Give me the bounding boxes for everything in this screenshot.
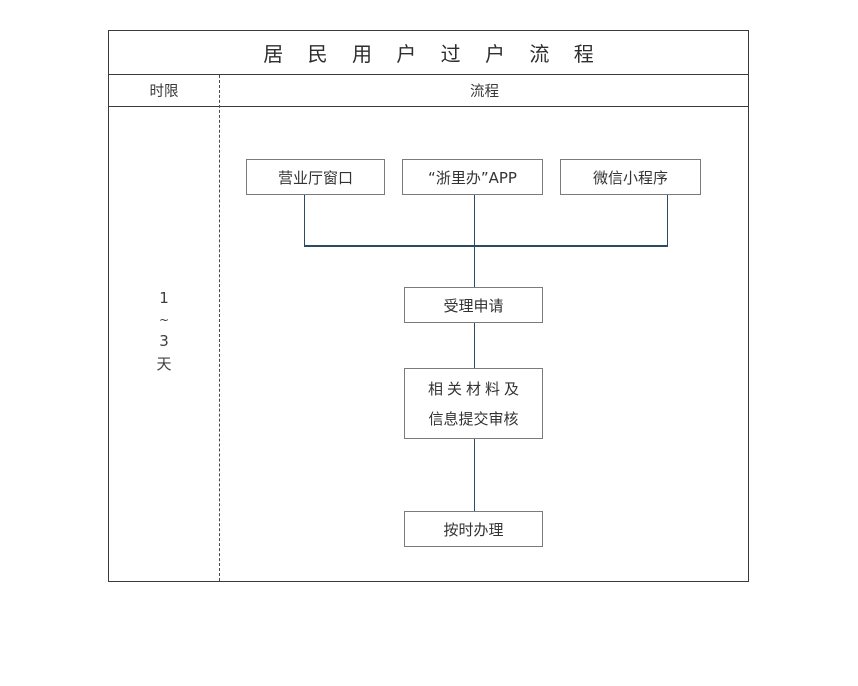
connector-app-drop xyxy=(473,195,476,246)
column-header-time-limit: 时限 xyxy=(149,84,179,100)
connector-hall-drop xyxy=(303,195,306,246)
page-title: 居 民 用 户 过 户 流 程 xyxy=(263,42,603,66)
node-service-hall-window[interactable]: 营业厅窗口 xyxy=(246,159,385,195)
duration-from: 1 xyxy=(159,289,169,307)
column-divider-dashed xyxy=(219,75,220,581)
node-zhelieban-app[interactable]: “浙里办”APP xyxy=(402,159,543,195)
connector-spine-accept xyxy=(473,245,476,288)
table-header-row: 时限 流程 xyxy=(109,75,748,107)
node-label-stack: 相关材料及 信息提交审核 xyxy=(424,374,523,434)
node-label: 营业厅窗口 xyxy=(277,168,353,187)
table-body: 1 ~ 3 天 营业厅窗口 “浙里办”APP 微信小程序 受理申请 相关材料及 xyxy=(109,75,748,581)
duration-tilde: ~ xyxy=(158,313,170,327)
node-submit-materials-review[interactable]: 相关材料及 信息提交审核 xyxy=(404,368,543,439)
node-label: 微信小程序 xyxy=(592,168,668,187)
connector-merge-bar xyxy=(303,245,668,247)
duration-unit: 天 xyxy=(156,355,172,373)
time-limit-value: 1 ~ 3 天 xyxy=(109,287,219,376)
connector-spine-process xyxy=(473,439,476,512)
node-label-line-1: 相关材料及 xyxy=(427,379,523,398)
connector-spine-review xyxy=(473,323,476,369)
flowchart-table: 居 民 用 户 过 户 流 程 时限 流程 1 ~ 3 天 营业厅窗口 “浙里办… xyxy=(108,30,749,582)
node-label-line-2: 信息提交审核 xyxy=(428,409,519,428)
connector-wechat-drop xyxy=(666,195,669,246)
duration-to: 3 xyxy=(159,332,169,350)
node-label: 受理申请 xyxy=(443,296,504,315)
node-label: 按时办理 xyxy=(443,520,504,539)
node-wechat-miniprogram[interactable]: 微信小程序 xyxy=(560,159,701,195)
title-row: 居 民 用 户 过 户 流 程 xyxy=(109,31,748,75)
node-accept-application[interactable]: 受理申请 xyxy=(404,287,543,323)
column-header-flow: 流程 xyxy=(470,84,499,100)
node-label: “浙里办”APP xyxy=(428,168,517,187)
node-process-on-time[interactable]: 按时办理 xyxy=(404,511,543,547)
